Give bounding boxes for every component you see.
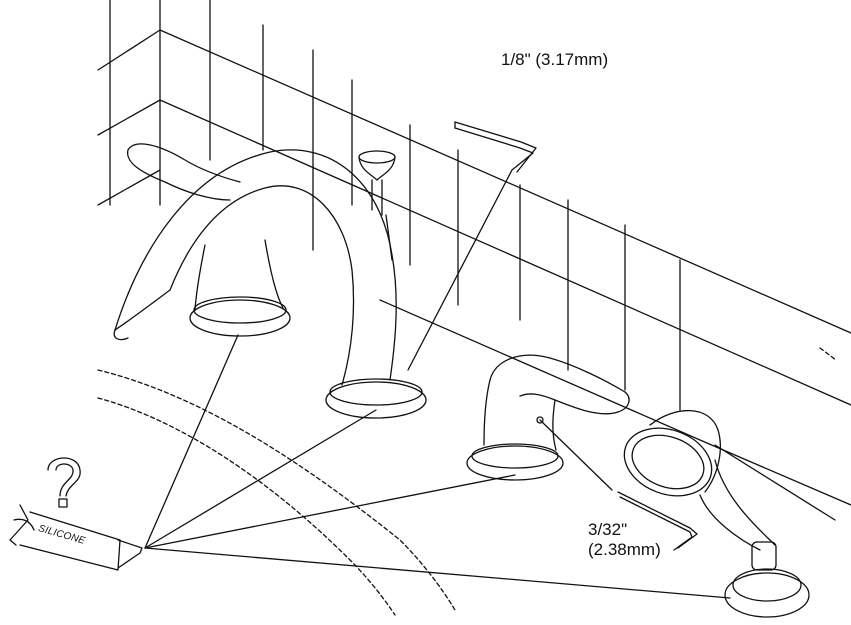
hex-key-small-icon — [617, 491, 698, 551]
deck-dashed-lines — [97, 347, 837, 616]
wrench-large-label: 1/8" (3.17mm) — [501, 50, 609, 69]
right-handle — [466, 354, 630, 481]
diverter-knob — [358, 150, 396, 261]
wrench-small-size: 3/32" — [588, 520, 628, 539]
spout — [113, 149, 427, 419]
question-mark-icon — [47, 457, 81, 508]
wrench-small-metric: (2.38mm) — [588, 540, 661, 559]
hex-key-large-icon — [454, 121, 537, 173]
left-handle — [127, 143, 291, 337]
wrench-small-label: 3/32" (2.38mm) — [588, 520, 661, 560]
hand-shower — [623, 409, 810, 618]
guide-lines — [144, 169, 731, 599]
silicone-tube-icon — [9, 504, 143, 571]
tile-wall — [97, 0, 851, 521]
